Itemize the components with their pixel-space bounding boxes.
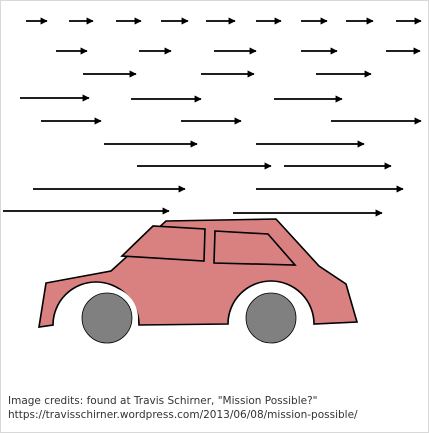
image-credit-source: Image credits: found at Travis Schirner,… bbox=[8, 395, 318, 407]
car bbox=[38, 218, 359, 349]
image-credit-url: https://travisschirner.wordpress.com/201… bbox=[8, 409, 358, 421]
airflow-arrows bbox=[3, 17, 422, 217]
rear-wheel-icon bbox=[76, 287, 138, 349]
rear-window bbox=[213, 230, 297, 266]
front-window bbox=[120, 225, 206, 262]
front-wheel-icon bbox=[240, 287, 302, 349]
